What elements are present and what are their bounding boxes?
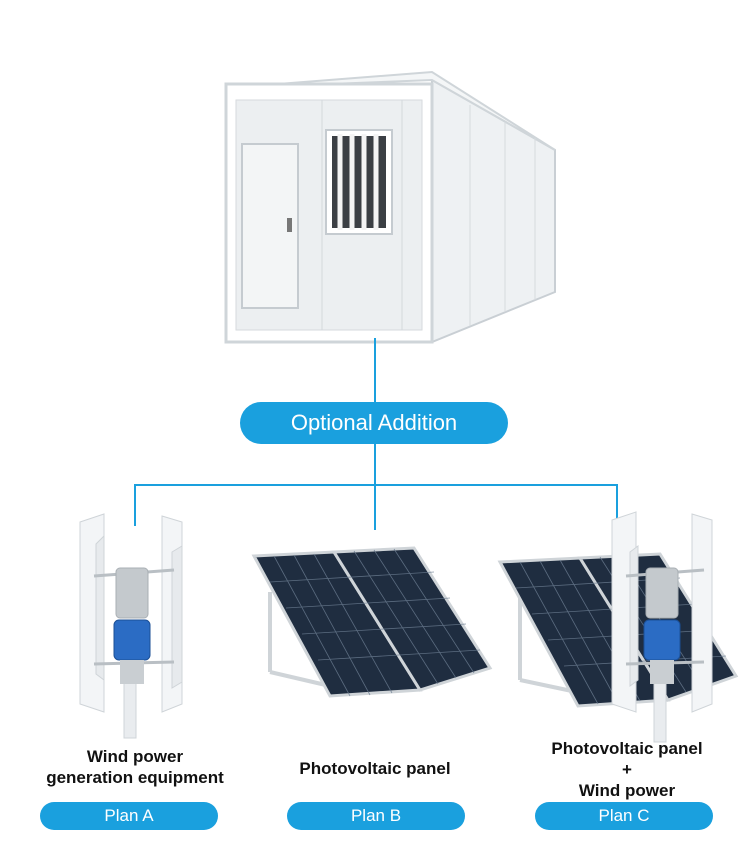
optional-addition-badge: Optional Addition bbox=[240, 402, 508, 444]
connector-middle bbox=[374, 444, 376, 484]
caption-plan-c: Photovoltaic panel + Wind power bbox=[532, 738, 722, 801]
connector-horizontal bbox=[134, 484, 618, 486]
caption-line: + bbox=[622, 760, 632, 779]
caption-plan-a: Wind power generation equipment bbox=[30, 746, 240, 788]
connector-right bbox=[616, 484, 618, 526]
caption-line: Photovoltaic panel bbox=[299, 759, 451, 778]
connector-left bbox=[134, 484, 136, 526]
connector-center bbox=[374, 484, 376, 530]
plan-c-badge: Plan C bbox=[535, 802, 713, 830]
connector-top bbox=[374, 338, 376, 402]
caption-line: Wind power bbox=[578, 781, 676, 800]
plan-b-badge: Plan B bbox=[287, 802, 465, 830]
caption-line: generation equipment bbox=[46, 768, 224, 787]
plan-a-badge: Plan A bbox=[40, 802, 218, 830]
caption-plan-b: Photovoltaic panel bbox=[280, 758, 470, 779]
caption-line: Photovoltaic panel bbox=[551, 739, 703, 758]
caption-line: Wind power bbox=[86, 747, 184, 766]
